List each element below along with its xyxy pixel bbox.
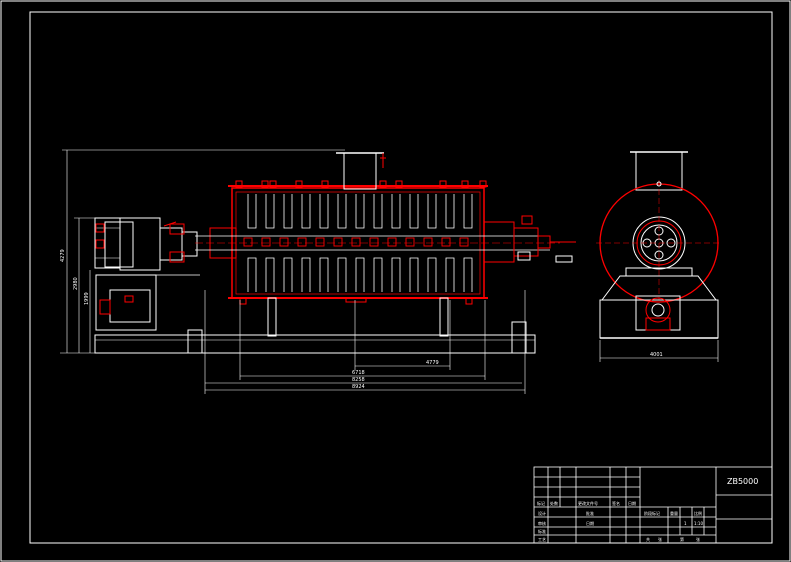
scale-label: 比例 [694,510,702,516]
header-date: 日期 [628,500,636,506]
paddles-lower [247,257,473,292]
scale-value: 1:10 [694,521,703,526]
sheet-no-label: 第 [680,536,684,542]
dim-base-height: 1999 [84,292,90,305]
row-review: 审核 [538,520,546,526]
weight-value: 1 [684,521,687,526]
shaft-hubs [243,237,469,247]
sheet-total-label: 共 [646,536,650,542]
inlet-chute [336,152,386,190]
header-mark: 标记 [537,500,545,506]
stage-mark-label: 阶段标记 [644,510,660,516]
header-signature: 签名 [612,500,620,506]
title-block-text: ZB5000 标记 处数 更改文件号 签名 日期 设计 审核 标准 工艺 批准 … [537,477,758,542]
dim-len-c: 8258 [352,377,365,383]
drum-body [195,185,560,299]
model-code: ZB5000 [727,477,758,486]
title-block [533,466,773,544]
support-legs [239,297,473,337]
side-view: 4001 [596,151,722,362]
outlet-end [513,215,576,263]
sheet-unit-1: 张 [658,536,662,542]
weight-label: 重量 [670,510,678,516]
dimension-lines [60,149,526,394]
dim-len-d: 8924 [352,384,365,390]
dim-width: 4001 [650,352,663,358]
row-design: 设计 [538,510,546,516]
base-frame [94,334,536,354]
top-nozzles [235,180,487,188]
paddles-upper [247,194,473,229]
dim-len-a: 4779 [426,360,439,366]
cell-date: 日期 [586,520,594,526]
sheet-unit-2: 张 [696,536,700,542]
row-standard: 标准 [538,528,546,534]
header-change-doc: 更改文件号 [578,500,598,506]
header-count: 处数 [550,500,558,506]
dim-len-b: 6718 [352,370,365,376]
drive-motor [94,217,198,271]
row-process: 工艺 [538,537,546,542]
drawing-frame [29,11,773,544]
front-view [94,152,576,354]
dim-center-height: 2980 [73,277,79,290]
dim-overall-height: 4279 [60,249,66,262]
gearbox [95,274,200,331]
dimension-text: 4279 2980 1999 4779 6718 8258 8924 [60,249,439,390]
cell-approve: 批准 [586,510,594,516]
